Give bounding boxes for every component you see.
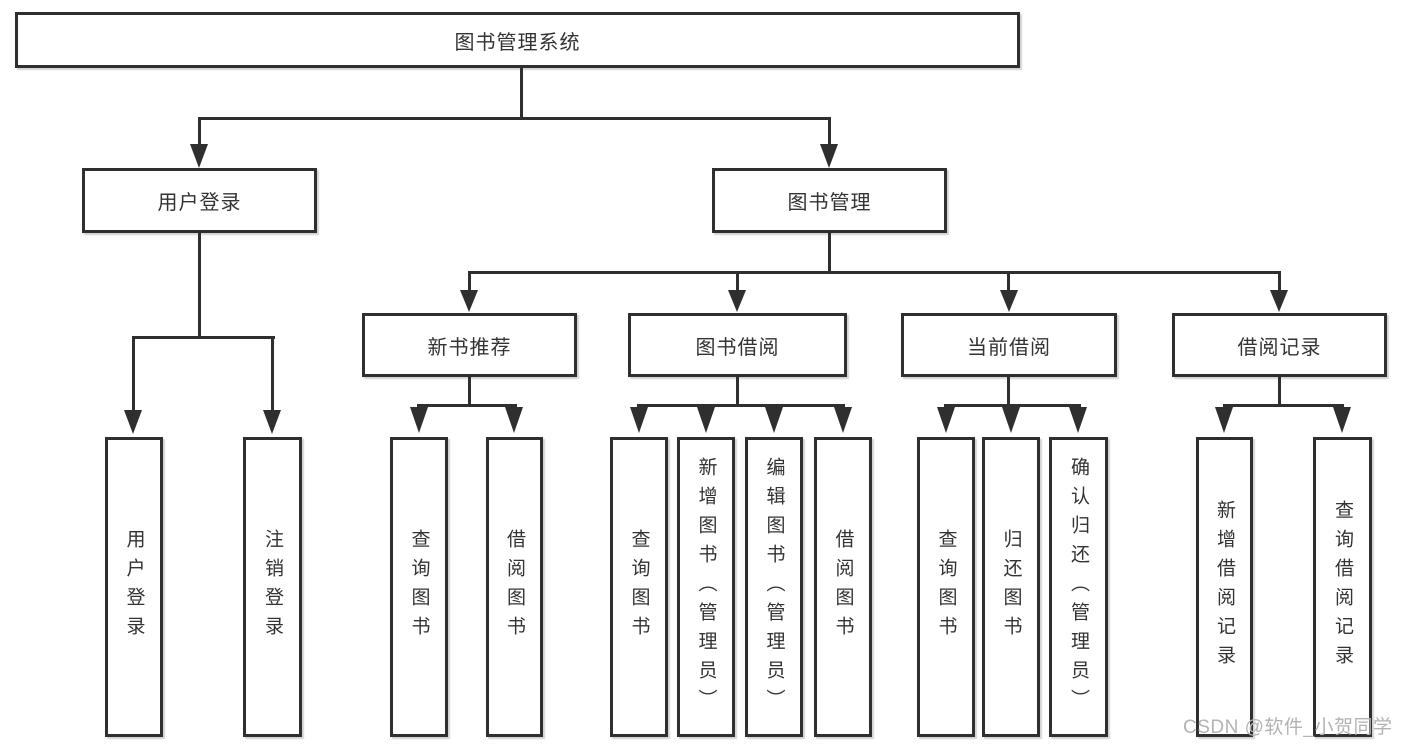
arrowhead-edit-books-admin (765, 407, 783, 433)
leaf-logout-label: 注销登录 (262, 529, 283, 645)
edge-drop-new-book (468, 273, 471, 292)
edge-drop-current-borrowing (1007, 273, 1010, 292)
edge-drop-borrowing-records (1278, 273, 1281, 292)
arrowhead-new-book (460, 290, 478, 312)
node-current-borrowing: 当前借阅 (901, 313, 1117, 377)
arrowhead-current-query-books (937, 407, 955, 433)
node-borrowing-records: 借阅记录 (1172, 313, 1387, 377)
edge-root-stem (520, 66, 523, 119)
leaf-query-borrow-record: 查询借阅记录 (1313, 437, 1372, 737)
leaf-add-borrow-record: 新增借阅记录 (1196, 437, 1253, 737)
arrowhead-borrowing-records (1270, 290, 1288, 312)
node-new-book-recommend: 新书推荐 (362, 313, 577, 377)
leaf-edit-books-admin-label: 编辑图书（管理员） (763, 456, 785, 718)
arrowhead-leaf-logout (263, 410, 281, 434)
leaf-edit-books-admin: 编辑图书（管理员） (745, 437, 803, 737)
arrowhead-borrowing-borrow-books (834, 407, 852, 433)
leaf-borrowing-borrow-books-label: 借阅图书 (832, 529, 854, 645)
leaf-confirm-return-admin: 确认归还（管理员） (1049, 437, 1108, 737)
leaf-recommend-borrow-books-label: 借阅图书 (504, 529, 525, 645)
arrowhead-add-books-admin (697, 407, 715, 433)
leaf-recommend-query-books: 查询图书 (390, 437, 448, 737)
arrowhead-add-borrow-record (1215, 407, 1233, 433)
edge-user-login-stem (198, 231, 201, 338)
leaf-logout: 注销登录 (243, 437, 302, 737)
leaf-current-query-books-label: 查询图书 (935, 529, 957, 645)
leaf-query-borrow-record-label: 查询借阅记录 (1332, 500, 1353, 674)
leaf-return-books: 归还图书 (982, 437, 1040, 737)
leaf-return-books-label: 归还图书 (1000, 529, 1022, 645)
arrowhead-return-books (1002, 407, 1020, 433)
node-root-library-system: 图书管理系统 (15, 12, 1020, 68)
leaf-add-borrow-record-label: 新增借阅记录 (1214, 500, 1235, 674)
edge-new-book-crossbar (417, 404, 517, 407)
arrowhead-leaf-user-login (124, 410, 142, 434)
arrowhead-query-borrow-record (1333, 407, 1351, 433)
edge-drop-book-borrowing (736, 273, 739, 292)
edge-current-borrowing-stem (1007, 375, 1010, 407)
arrowhead-confirm-return-admin (1069, 407, 1087, 433)
arrowhead-book-borrowing (728, 290, 746, 312)
csdn-watermark: CSDN @软件_小贺同学 (1183, 717, 1393, 738)
leaf-borrowing-borrow-books: 借阅图书 (814, 437, 872, 737)
leaf-user-login-label: 用户登录 (123, 529, 145, 645)
edge-current-borrowing-crossbar (944, 404, 1081, 407)
edge-user-login-crossbar (132, 336, 275, 339)
leaf-recommend-borrow-books: 借阅图书 (486, 437, 543, 737)
leaf-add-books-admin-label: 新增图书（管理员） (695, 456, 717, 718)
edge-new-book-stem (468, 375, 471, 407)
edge-book-borrowing-stem (736, 375, 739, 407)
edge-book-management-crossbar (468, 271, 1281, 274)
leaf-recommend-query-books-label: 查询图书 (408, 529, 430, 645)
arrowhead-user-login (190, 144, 208, 168)
leaf-confirm-return-admin-label: 确认归还（管理员） (1068, 456, 1089, 718)
edge-drop-user-login (198, 118, 201, 146)
arrowhead-book-management (820, 144, 838, 168)
node-book-management: 图书管理 (712, 168, 947, 233)
edge-borrowing-records-stem (1278, 375, 1281, 407)
node-book-borrowing: 图书借阅 (628, 313, 847, 377)
edge-drop-book-management (828, 118, 831, 146)
edge-drop-leaf-logout (271, 338, 274, 411)
edge-drop-leaf-user-login (132, 338, 135, 411)
leaf-add-books-admin: 新增图书（管理员） (677, 437, 735, 737)
edge-root-crossbar (198, 117, 831, 120)
leaf-user-login: 用户登录 (105, 437, 163, 737)
edge-book-management-stem (828, 231, 831, 274)
leaf-borrowing-query-books: 查询图书 (610, 437, 668, 737)
node-user-login: 用户登录 (82, 168, 317, 233)
arrowhead-recommend-query-books (410, 407, 428, 433)
arrowhead-current-borrowing (1000, 290, 1018, 312)
leaf-borrowing-query-books-label: 查询图书 (628, 529, 650, 645)
leaf-current-query-books: 查询图书 (917, 437, 975, 737)
edge-book-borrowing-crossbar (637, 404, 845, 407)
arrowhead-borrowing-query-books (630, 407, 648, 433)
edge-borrowing-records-crossbar (1223, 404, 1344, 407)
arrowhead-recommend-borrow-books (505, 407, 523, 433)
